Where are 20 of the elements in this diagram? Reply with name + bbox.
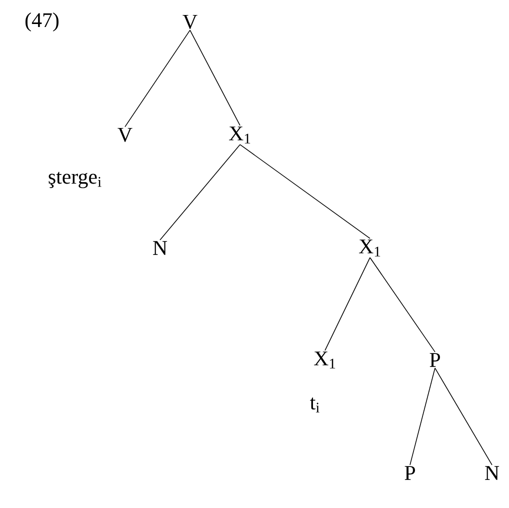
branch-line (370, 257, 436, 352)
tree-label: N (485, 466, 500, 480)
branch-line (160, 144, 240, 240)
branch-line (410, 368, 436, 466)
word-label: şterge$_{i}$ (48, 172, 102, 188)
tree-label: P (430, 353, 440, 367)
branch-line (324, 257, 370, 351)
tree-label: X$_{1}$ (229, 126, 250, 144)
branch-line (240, 144, 370, 239)
tree-label: X$_{1}$ (359, 240, 380, 256)
word-label: t$_{i}$ (310, 398, 320, 412)
example-number: (47) (26, 12, 59, 32)
branch-line (190, 30, 240, 126)
tree-label: V (118, 128, 132, 142)
branch-line (434, 368, 492, 466)
tree-label: P (404, 466, 415, 480)
branch-line (124, 30, 190, 128)
tree-label: X$_{1}$ (314, 352, 336, 368)
tree-label: V (182, 14, 198, 29)
tree-label: N (153, 241, 168, 255)
